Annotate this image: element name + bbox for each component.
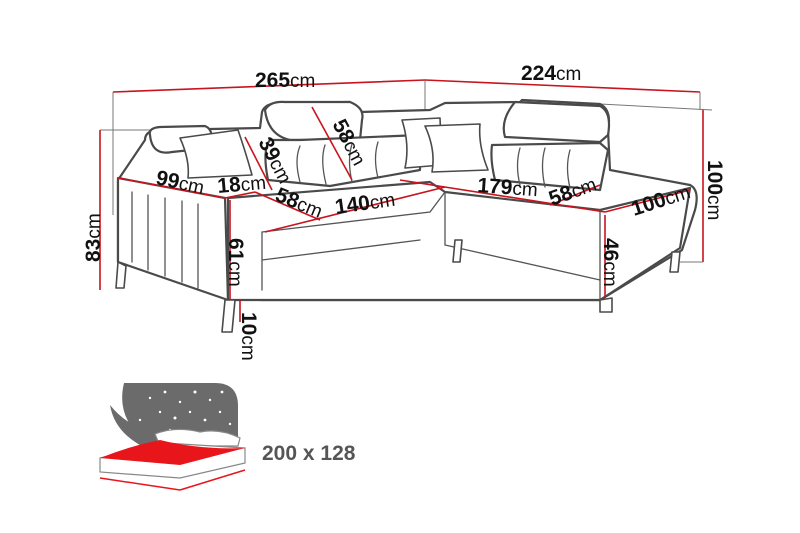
label-armrest-width: 18cm: [216, 171, 267, 198]
label-leg-height: 10cm: [237, 312, 260, 361]
sofa-drawing: [115, 98, 698, 333]
label-total-height-100: 100cm: [703, 160, 726, 220]
label-total-height-83: 83cm: [82, 213, 105, 262]
inner-dimension-lines: [117, 106, 691, 322]
label-seat-width-left: 140cm: [333, 188, 396, 219]
sleeping-bed-icon: [99, 383, 246, 491]
label-total-width-left: 265cm: [255, 69, 315, 92]
label-seat-width-right: 179cm: [477, 174, 539, 201]
overall-width-lines: [112, 79, 713, 215]
height-83-line: [99, 129, 150, 290]
label-armrest-depth: 99cm: [154, 166, 206, 199]
height-100-line: [680, 110, 704, 263]
bed-size-label: 200 x 128: [262, 442, 356, 465]
label-armrest-height: 61cm: [224, 238, 247, 287]
label-total-width-right: 224cm: [521, 62, 581, 85]
label-seat-height: 46cm: [599, 238, 622, 287]
